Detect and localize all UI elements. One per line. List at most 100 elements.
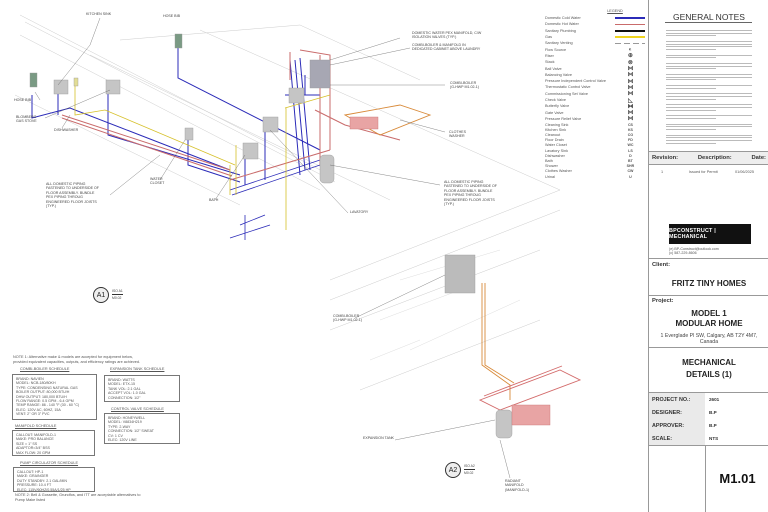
label-piping-note-left: ALL DOMESTIC PIPING FASTENED TO UNDERSID… — [46, 182, 99, 209]
general-note-text-line — [666, 30, 752, 31]
legend-label: Thermostatic Control Valve — [545, 85, 591, 90]
schedule-line: BRAND: HONEYWELL — [108, 416, 146, 420]
legend-symbol-item: Check Valve◺ — [545, 97, 645, 104]
project-name-line2: MODULAR HOME — [675, 319, 743, 328]
schedule-line: MODEL: V8834H219 — [108, 420, 142, 425]
general-note-text-line — [666, 109, 716, 111]
general-note-text-line — [666, 126, 752, 128]
legend-label: Pressure Relief Valve — [545, 116, 582, 121]
relief-valve-icon: ⋈ — [627, 116, 634, 123]
view-marker-a1[interactable]: A1 — [93, 287, 109, 303]
legend-line-item: Domestic Hot Water — [545, 21, 645, 27]
marker-ref-top: ISO A1 — [112, 289, 123, 295]
fixture-code: U — [629, 174, 632, 179]
company-email: (e) BP-Construct@outlook.com — [669, 247, 719, 251]
fixture-code: SHR — [626, 164, 635, 169]
general-note-text-line — [666, 123, 752, 125]
divider — [649, 295, 768, 296]
schedule-line: ELEC: 120V AC, 60Hz, 15A — [16, 407, 61, 412]
ball-valve-icon: ⋈ — [627, 66, 634, 73]
schedule-line: ACCEPT VOL: 1.0 GAL — [108, 391, 146, 396]
label-combi-boiler-bottom: COMBI-BOILER (G-HWP M1.02-1) — [333, 314, 362, 323]
schedule-line: TYPE: CONDENSING NATURAL GAS — [16, 385, 78, 390]
view-marker-a2[interactable]: A2 — [445, 462, 461, 478]
schedule-line: DHW OUTPUT: 180,000 BTU/h — [16, 394, 67, 399]
schedule-line: TEMP RANGE: 86 - 140 °F (30 - 60 °C) — [16, 403, 80, 408]
general-notes-title: GENERAL NOTES — [673, 12, 745, 22]
control-valve-schedule-title: CONTROL VALVE SCHEDULE — [111, 407, 164, 411]
general-note-text-line — [666, 48, 716, 50]
manifold-schedule-title: MANIFOLD SCHEDULE — [15, 424, 57, 428]
label-hose-bib-left: HOSE BIB — [14, 98, 31, 102]
schedule-line: VENT: 2" or 3" PVC — [16, 412, 50, 417]
schedule-line: MAX FLOW: 20 GPM — [16, 450, 51, 455]
general-note-text-line — [666, 142, 716, 144]
fixture-code: CS — [627, 122, 633, 127]
schedule-line: FLOW RANGE: 0.5 GPM - 6.4 GPM — [16, 399, 74, 404]
general-note-text-line — [666, 43, 752, 45]
label-radiant-manifold: RADIANT MANIFOLD (MANIFOLD-1) — [505, 479, 530, 492]
schedule-line: ELEC: 120V LINE — [108, 438, 137, 443]
label-gas-stove: BLOMBERG GAS STOVE — [16, 115, 37, 124]
info-row: PROJECT NO.: 2601 — [649, 393, 768, 406]
legend-label: Water Closet — [545, 143, 567, 148]
info-value: NTS — [709, 436, 719, 441]
info-row: DESIGNER:B.P — [649, 406, 768, 419]
legend-symbol-item: Riser⊕ — [545, 53, 645, 59]
legend-symbol-item: Pressure Independent Control Valve⋈ — [545, 78, 645, 85]
legend-label: Urinal — [545, 174, 555, 179]
info-value: 2601 — [709, 397, 720, 402]
legend-label: Flow Source — [545, 47, 567, 52]
general-note-text-line — [666, 85, 752, 86]
revision-row: 1 Issued for Permit 01/06/2025 — [649, 170, 768, 174]
legend-label: Floor Drain — [545, 138, 564, 143]
fixture-code: KS — [627, 127, 633, 132]
legend-line-item: Sanitary Plumbing — [545, 28, 645, 34]
general-note-text-line — [666, 68, 716, 70]
general-note-text-line — [666, 140, 752, 141]
legend-label: Dishwasher — [545, 153, 565, 158]
isometric-piping-drawing — [14, 14, 582, 479]
general-note-text-line — [666, 104, 752, 106]
project-name-line1: MODEL 1 — [691, 309, 727, 318]
fixture-code: CW — [627, 169, 634, 174]
legend-line-item: Sanitary Venting — [545, 40, 645, 46]
schedule-line: MAKE: PRO BALANCE — [16, 437, 54, 442]
divider — [649, 392, 768, 393]
info-row: APPROVER:B.P — [649, 419, 768, 432]
schedule-line: DUTY STANDBY: 2.1 Gal/Min — [17, 478, 67, 483]
legend-label: Domestic Hot Water — [545, 22, 579, 27]
schedule-line: SIZE = 1" SS — [16, 441, 38, 446]
legend-line-item: Gas — [545, 34, 645, 40]
info-label: PROJECT NO.: — [649, 393, 705, 406]
pump-schedule-title: PUMP CIRCULATOR SCHEDULE — [20, 461, 79, 465]
general-note-text-line — [666, 98, 716, 100]
legend-line-swatch — [615, 42, 645, 45]
legend-label: Cleanout — [545, 133, 561, 138]
info-row: SCALE:NTS — [649, 432, 768, 445]
schedule-line: MAKE: GRAINGER — [17, 474, 49, 479]
marker-ref-top: ISO A2 — [464, 464, 475, 470]
general-note-text-line — [666, 87, 716, 89]
legend-label: Ball Valve — [545, 66, 562, 71]
divider — [649, 347, 768, 348]
line-swatch — [615, 29, 645, 32]
divider — [649, 258, 768, 259]
fixture-code: BT — [628, 158, 633, 163]
legend-symbol-item: Gate Valve⋈ — [545, 109, 645, 116]
legend-label: Pressure Independent Control Valve — [545, 79, 606, 84]
general-note-text-line — [666, 65, 752, 67]
legend-symbol-item: Pressure Relief Valve ⋈ — [545, 116, 645, 122]
general-note-text-line — [666, 118, 716, 119]
expansion-tank-schedule-title: EXPANSION TANK SCHEDULE — [110, 367, 165, 371]
general-note-text-line — [666, 74, 752, 75]
schedule-line: PRESSURE: 10.4 ft — [17, 483, 52, 488]
